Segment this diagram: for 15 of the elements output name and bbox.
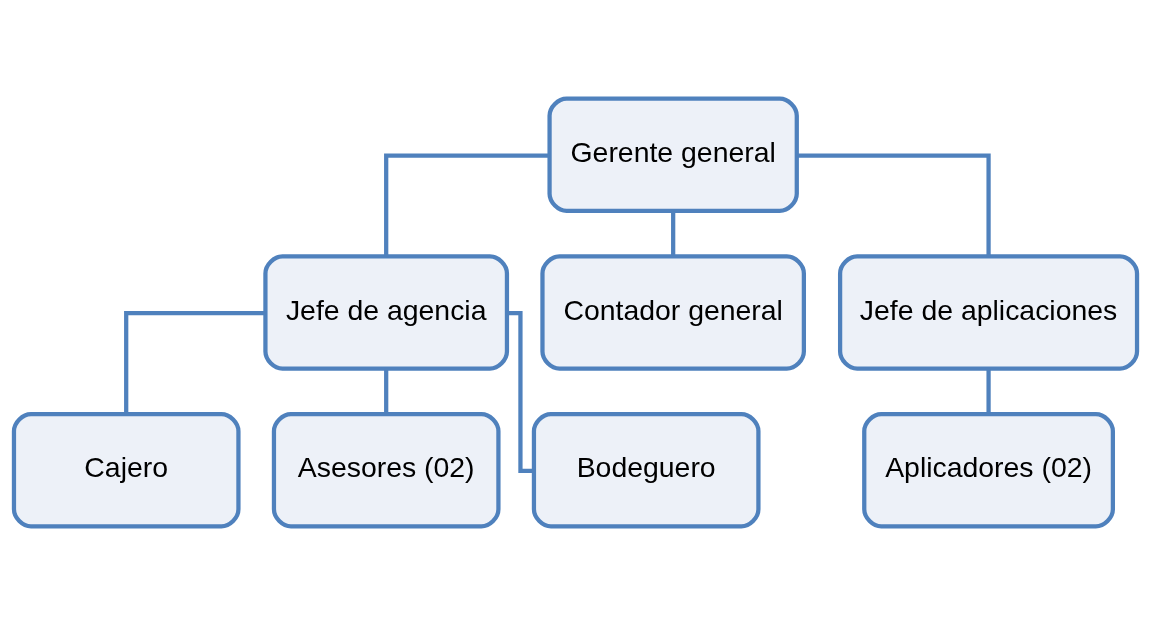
node-box: Contador general [540,254,806,371]
connector [507,311,534,474]
node-box: Gerente general [547,96,799,214]
node-box: Aplicadores (02) [862,411,1115,529]
node-box: Bodeguero [531,411,761,529]
connector [124,311,266,414]
connector [986,369,991,414]
connector [671,211,676,256]
connector [384,153,550,257]
node-box: Jefe de agencia [263,254,510,371]
node-box: Asesores (02) [271,411,501,529]
connector [384,369,389,414]
node-box: Jefe de aplicaciones [838,254,1140,371]
node-box: Cajero [11,411,241,529]
connector [796,153,991,257]
